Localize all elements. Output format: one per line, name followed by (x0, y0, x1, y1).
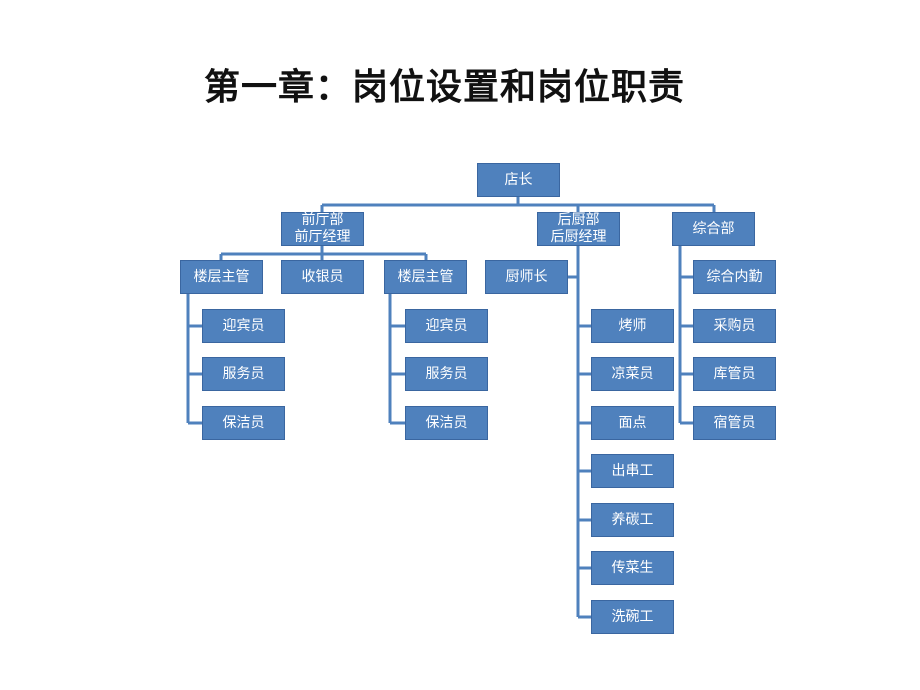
node-cleaner-1: 保洁员 (202, 406, 285, 440)
page-title: 第一章：岗位设置和岗位职责 (204, 66, 686, 108)
node-general-staff: 综合内勤 (693, 260, 776, 294)
node-kitchen-staff: 出串工 (591, 454, 674, 488)
node-general-staff: 采购员 (693, 309, 776, 343)
node-cleaner-2: 保洁员 (405, 406, 488, 440)
node-kitchen-dept: 后厨部 后厨经理 (537, 212, 620, 246)
node-floor-supervisor-1: 楼层主管 (180, 260, 263, 294)
node-general-staff: 库管员 (693, 357, 776, 391)
node-kitchen-staff: 面点 (591, 406, 674, 440)
node-greeter-2: 迎宾员 (405, 309, 488, 343)
node-waiter-2: 服务员 (405, 357, 488, 391)
node-kitchen-staff: 洗碗工 (591, 600, 674, 634)
node-floor-supervisor-2: 楼层主管 (384, 260, 467, 294)
node-general-staff: 宿管员 (693, 406, 776, 440)
node-kitchen-staff: 传菜生 (591, 551, 674, 585)
node-kitchen-staff: 凉菜员 (591, 357, 674, 391)
node-front-hall-dept: 前厅部 前厅经理 (281, 212, 364, 246)
node-general-dept: 综合部 (672, 212, 755, 246)
node-cashier: 收银员 (281, 260, 364, 294)
node-kitchen-staff: 烤师 (591, 309, 674, 343)
node-head-chef: 厨师长 (485, 260, 568, 294)
node-store-manager: 店长 (477, 163, 560, 197)
node-greeter-1: 迎宾员 (202, 309, 285, 343)
node-waiter-1: 服务员 (202, 357, 285, 391)
node-kitchen-staff: 养碳工 (591, 503, 674, 537)
